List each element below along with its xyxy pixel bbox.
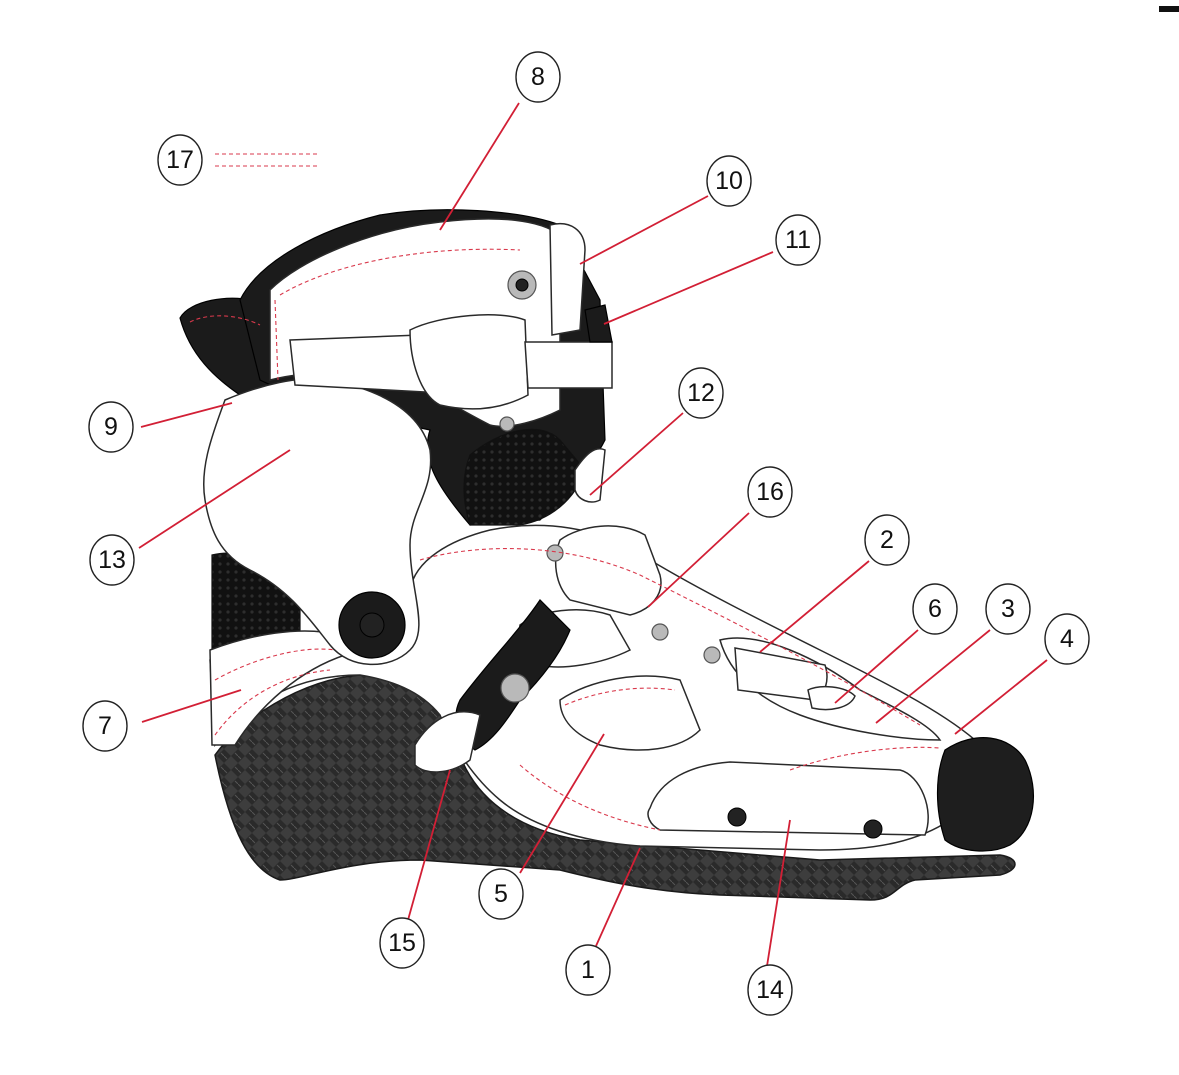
lace-rivet-2	[651, 623, 669, 641]
lace-rivet-1	[546, 544, 564, 562]
callout-8: 8	[515, 51, 561, 103]
leader-13	[138, 449, 291, 549]
stitch-heel	[214, 648, 336, 681]
side-guard	[647, 761, 929, 836]
callout-14: 14	[747, 964, 793, 1016]
callout-16: 16	[747, 466, 793, 518]
leader-1	[595, 847, 641, 947]
buckle-ratchet	[584, 304, 613, 343]
boot-illustration	[179, 209, 1035, 901]
ankle-buckle	[554, 525, 662, 616]
callout-6: 6	[912, 583, 958, 635]
stitch-cuff-2	[274, 299, 279, 381]
stitch-lower-shell-2	[519, 764, 661, 831]
liner-mesh	[463, 428, 586, 526]
leader-11	[603, 251, 774, 325]
guard-screw-front	[863, 819, 883, 839]
leader-2	[759, 560, 870, 653]
callout-4-label: 4	[1060, 625, 1074, 653]
callout-10-label: 10	[715, 167, 743, 195]
callout-9-label: 9	[104, 413, 118, 441]
callout-3: 3	[985, 583, 1031, 635]
callout-1: 1	[565, 944, 611, 996]
leader-6	[834, 629, 919, 704]
stitch-lower-shell	[419, 548, 921, 726]
callout-13-label: 13	[98, 546, 126, 574]
callout-15: 15	[379, 917, 425, 969]
callout-7-label: 7	[98, 712, 112, 740]
guard-screw-rear	[727, 807, 747, 827]
cuff-rivet-top-inner	[515, 278, 529, 292]
callout-6-label: 6	[928, 595, 942, 623]
buckle-arm-tip	[414, 711, 481, 773]
callout-5: 5	[478, 868, 524, 920]
callouts: 1 2 3 4 5 6 7 8	[82, 51, 1090, 1016]
cuff-front-tab	[549, 223, 586, 336]
callout-2-label: 2	[880, 526, 894, 554]
stitch-cuff	[279, 248, 521, 296]
leader-8	[439, 102, 520, 231]
stitch-legend	[215, 153, 318, 167]
corner-mark	[1159, 6, 1179, 12]
callout-5-label: 5	[494, 880, 508, 908]
callout-2: 2	[864, 514, 910, 566]
toe-cap	[936, 737, 1035, 852]
callout-13: 13	[89, 534, 135, 586]
callout-8-label: 8	[531, 63, 545, 91]
callout-9: 9	[88, 401, 134, 453]
callout-1-label: 1	[581, 956, 595, 984]
leader-16	[647, 512, 750, 608]
leader-lines	[138, 102, 1048, 967]
callout-12: 12	[678, 367, 724, 419]
callout-12-label: 12	[687, 379, 715, 407]
leader-15	[407, 769, 451, 921]
callout-10: 10	[706, 155, 752, 207]
leader-14	[766, 819, 791, 967]
leader-12	[589, 412, 684, 496]
callout-14-label: 14	[756, 976, 784, 1004]
leader-5	[519, 733, 605, 874]
stitch-rear-strap	[189, 315, 261, 326]
leader-9	[140, 402, 233, 428]
callout-17-label: 17	[166, 146, 194, 174]
toe-tab	[807, 685, 856, 711]
leader-3	[875, 629, 991, 724]
callout-15-label: 15	[388, 929, 416, 957]
leader-4	[954, 659, 1048, 735]
callout-7: 7	[82, 700, 128, 752]
callout-16-label: 16	[756, 478, 784, 506]
stitch-heel-2	[214, 669, 331, 736]
leader-10	[579, 195, 709, 265]
cuff-rivet-low	[499, 416, 515, 432]
stitch-mid	[564, 687, 676, 706]
upper-buckle	[409, 314, 529, 410]
callout-4: 4	[1044, 613, 1090, 665]
callout-11: 11	[775, 214, 821, 266]
callout-3-label: 3	[1001, 595, 1015, 623]
upper-buckle-receiver	[524, 341, 613, 389]
heel-pivot-center	[359, 612, 385, 638]
leader-7	[141, 689, 242, 723]
buckle-pivot	[500, 673, 530, 703]
lace-rivet-3	[703, 646, 721, 664]
callout-17: 17	[157, 134, 203, 186]
callout-11-label: 11	[785, 226, 811, 254]
